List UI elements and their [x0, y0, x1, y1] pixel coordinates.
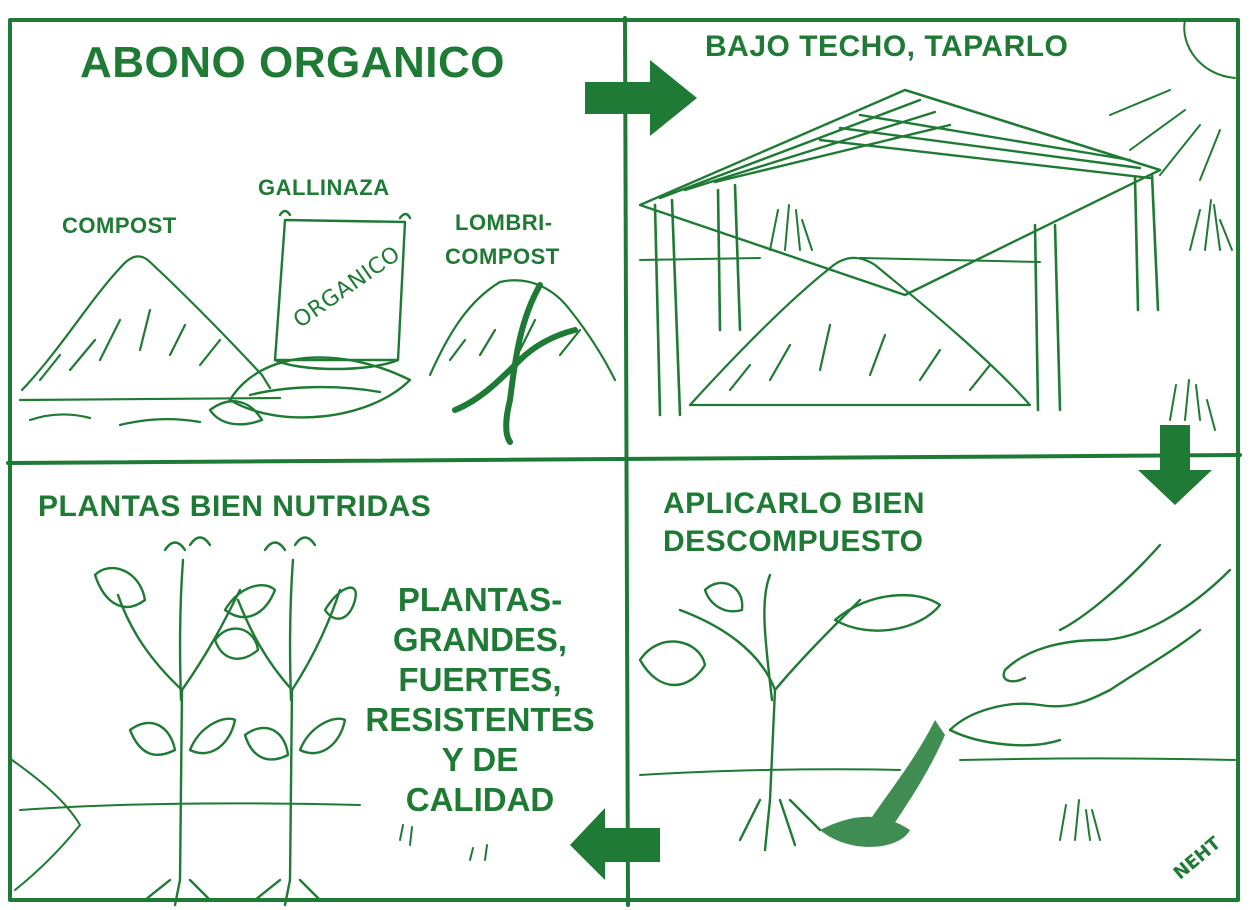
panel-borders	[6, 16, 1242, 907]
grass-tufts	[639, 199, 1233, 431]
arrow-right-icon	[585, 60, 697, 136]
shed-compost-pile	[688, 256, 1032, 407]
arrow-down-icon	[1138, 425, 1212, 505]
label-lombricompost: COMPOST	[445, 244, 560, 269]
falling-compost	[820, 720, 945, 847]
plant-left-1	[93, 536, 277, 907]
plantas-description: PLANTAS- GRANDES, FUERTES, RESISTENTES Y…	[345, 580, 615, 820]
gallinaza-sack	[208, 209, 412, 426]
heading-plantas-nutridas: PLANTAS BIEN NUTRIDAS	[38, 490, 432, 523]
plant-left-2	[213, 536, 357, 907]
desc-line-2: GRANDES,	[392, 621, 568, 658]
label-gallinaza: GALLINAZA	[258, 175, 390, 200]
heading-aplicarlo-2: DESCOMPUESTO	[663, 525, 924, 558]
heading-aplicarlo-1: APLICARLO BIEN	[663, 487, 925, 520]
desc-line-5: Y DE	[441, 741, 519, 778]
left-edge-pile	[11, 759, 488, 891]
ground-line	[639, 757, 1236, 841]
desc-line-4: RESISTENTES	[365, 701, 595, 738]
main-title: ABONO ORGANICO	[80, 38, 505, 87]
young-plant-right	[638, 573, 942, 852]
sun-icon	[1109, 19, 1236, 181]
shed-roof	[638, 88, 1162, 297]
label-compost: COMPOST	[62, 213, 177, 238]
heading-bajo-techo: BAJO TECHO, TAPARLO	[705, 30, 1069, 63]
arrow-left-icon	[570, 808, 660, 880]
desc-line-3: FUERTES,	[398, 661, 562, 698]
hand-icon	[948, 543, 1232, 747]
compost-pile	[18, 255, 282, 427]
label-lombri: LOMBRI-	[455, 210, 553, 235]
lombricompost-pile	[428, 279, 617, 445]
desc-line-1: PLANTAS-	[397, 581, 563, 618]
shed-posts	[653, 173, 1160, 417]
desc-line-6: CALIDAD	[405, 781, 555, 818]
